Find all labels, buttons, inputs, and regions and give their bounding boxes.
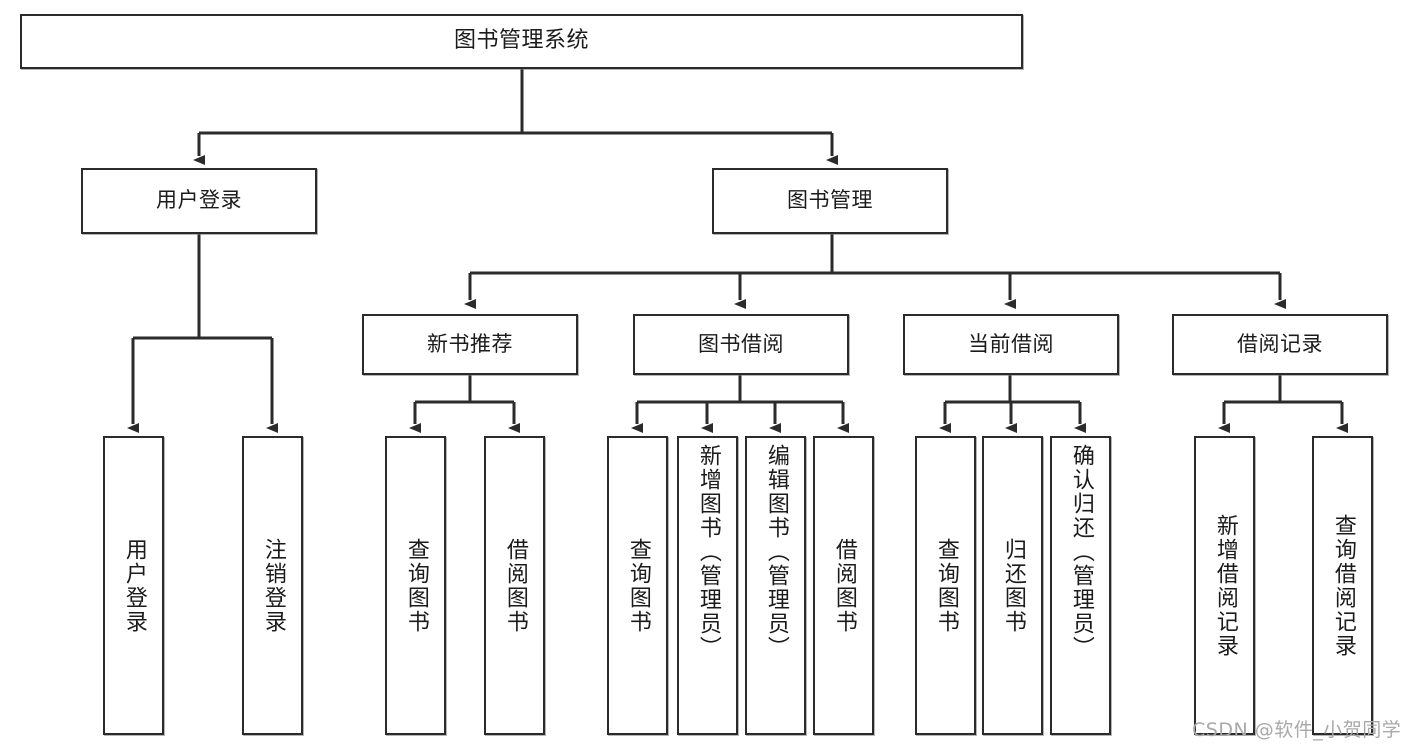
node-borrow-record[interactable]: 借阅记录: [1172, 314, 1388, 375]
node-book-manage[interactable]: 图书管理: [712, 168, 948, 234]
leaf-query-book-3[interactable]: 查询图书: [915, 436, 976, 735]
leaf-user-logout-label: 注销登录: [260, 537, 286, 634]
leaf-add-book[interactable]: 新增图书（管理员）: [677, 436, 738, 735]
leaf-query-book-1-label: 查询图书: [403, 537, 429, 634]
leaf-user-login-label: 用户登录: [121, 537, 147, 634]
leaf-query-book-2-label: 查询图书: [625, 537, 651, 634]
node-book-borrow[interactable]: 图书借阅: [633, 314, 849, 375]
leaf-query-book-2[interactable]: 查询图书: [607, 436, 668, 735]
leaf-query-book-1[interactable]: 查询图书: [385, 436, 446, 735]
leaf-edit-book[interactable]: 编辑图书（管理员）: [745, 436, 806, 735]
leaf-borrow-book-2-label: 借阅图书: [831, 537, 857, 634]
leaf-query-record[interactable]: 查询借阅记录: [1312, 436, 1373, 735]
node-new-book-recommend-label: 新书推荐: [427, 331, 513, 356]
leaf-borrow-book-2[interactable]: 借阅图书: [813, 436, 874, 735]
node-borrow-record-label: 借阅记录: [1237, 331, 1323, 356]
node-user-login[interactable]: 用户登录: [81, 168, 317, 234]
leaf-return-book-label: 归还图书: [1000, 537, 1026, 634]
node-current-borrow[interactable]: 当前借阅: [903, 314, 1119, 375]
leaf-edit-book-label: 编辑图书（管理员）: [763, 444, 789, 660]
node-user-login-label: 用户登录: [156, 188, 242, 213]
leaf-return-book[interactable]: 归还图书: [982, 436, 1043, 735]
leaf-user-login[interactable]: 用户登录: [103, 436, 164, 735]
node-new-book-recommend[interactable]: 新书推荐: [362, 314, 578, 375]
leaf-confirm-return[interactable]: 确认归还（管理员）: [1050, 436, 1111, 735]
leaf-borrow-book-1[interactable]: 借阅图书: [484, 436, 545, 735]
leaf-query-record-label: 查询借阅记录: [1330, 513, 1356, 658]
leaf-add-record-label: 新增借阅记录: [1212, 513, 1238, 658]
node-current-borrow-label: 当前借阅: [968, 331, 1054, 356]
leaf-add-record[interactable]: 新增借阅记录: [1194, 436, 1255, 735]
node-book-borrow-label: 图书借阅: [698, 331, 784, 356]
leaf-user-logout[interactable]: 注销登录: [242, 436, 303, 735]
leaf-confirm-return-label: 确认归还（管理员）: [1068, 444, 1094, 660]
node-root-label: 图书管理系统: [453, 28, 589, 54]
leaf-query-book-3-label: 查询图书: [933, 537, 959, 634]
node-root[interactable]: 图书管理系统: [20, 14, 1023, 69]
node-book-manage-label: 图书管理: [787, 188, 873, 213]
csdn-watermark: CSDN @软件_小贺同学: [1192, 719, 1402, 741]
leaf-add-book-label: 新增图书（管理员）: [695, 444, 721, 660]
leaf-borrow-book-1-label: 借阅图书: [502, 537, 528, 634]
